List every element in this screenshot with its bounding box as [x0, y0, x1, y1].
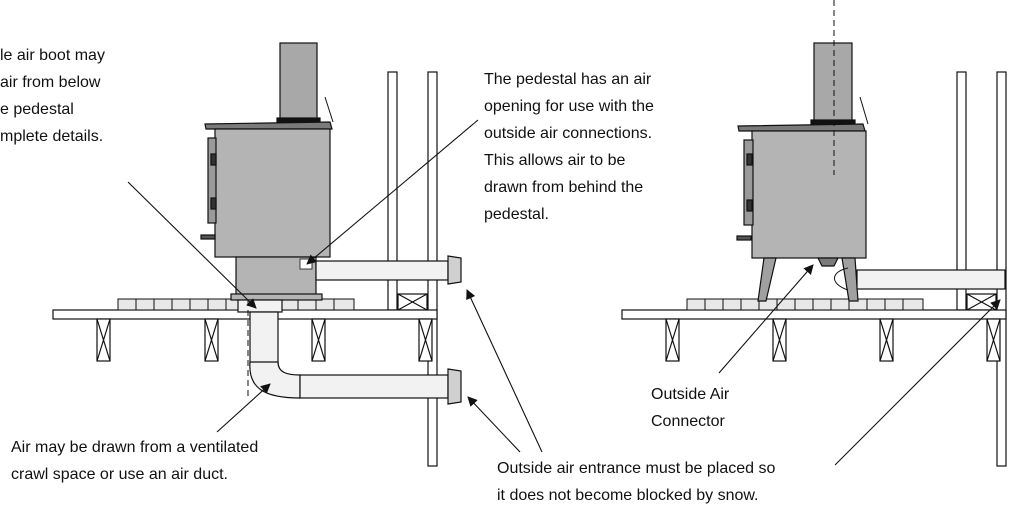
boot-note-line: mplete details. — [0, 128, 104, 145]
pedestal-note-line: pedestal. — [484, 206, 549, 223]
boot-note: le air boot may air from below e pedesta… — [0, 42, 105, 150]
pedestal-note-line: The pedestal has an air — [484, 71, 652, 88]
connector-label-line: Outside Air — [651, 386, 730, 403]
right-wall — [956, 71, 1007, 467]
crawl-space-note-line: crawl space or use an air duct. — [11, 466, 228, 483]
right-stove — [736, 0, 869, 302]
left-stove — [200, 42, 334, 301]
right-installation — [621, 0, 1007, 467]
left-hearth-bricks — [117, 298, 355, 311]
crawl-space-note: Air may be drawn from a ventilated crawl… — [11, 434, 258, 488]
pedestal-note-line: opening for use with the — [484, 98, 654, 115]
right-rear-duct — [834, 267, 1006, 291]
snow-note-line: Outside air entrance must be placed so — [497, 460, 776, 477]
left-rear-duct — [315, 255, 462, 285]
right-hearth-bricks — [686, 298, 924, 311]
snow-note: Outside air entrance must be placed so i… — [497, 455, 775, 509]
pedestal-note-line: drawn from behind the — [484, 179, 644, 196]
crawl-space-note-line: Air may be drawn from a ventilated — [11, 439, 259, 456]
pedestal-note: The pedestal has an air opening for use … — [484, 66, 654, 228]
pointer-lines — [127, 119, 1001, 466]
left-floor — [52, 309, 438, 362]
boot-note-line: le air boot may — [0, 47, 105, 64]
left-floor-duct — [237, 299, 462, 405]
pedestal-note-line: This allows air to be — [484, 152, 626, 169]
boot-note-line: air from below — [0, 74, 101, 91]
right-floor — [621, 309, 1007, 362]
pedestal-note-line: outside air connections. — [484, 125, 653, 142]
connector-label-line: Connector — [651, 413, 725, 430]
left-installation — [52, 42, 462, 467]
snow-note-line: it does not become blocked by snow. — [497, 487, 759, 504]
outside-air-connector-label: Outside Air Connector — [651, 381, 729, 435]
boot-note-line: e pedestal — [0, 101, 74, 118]
